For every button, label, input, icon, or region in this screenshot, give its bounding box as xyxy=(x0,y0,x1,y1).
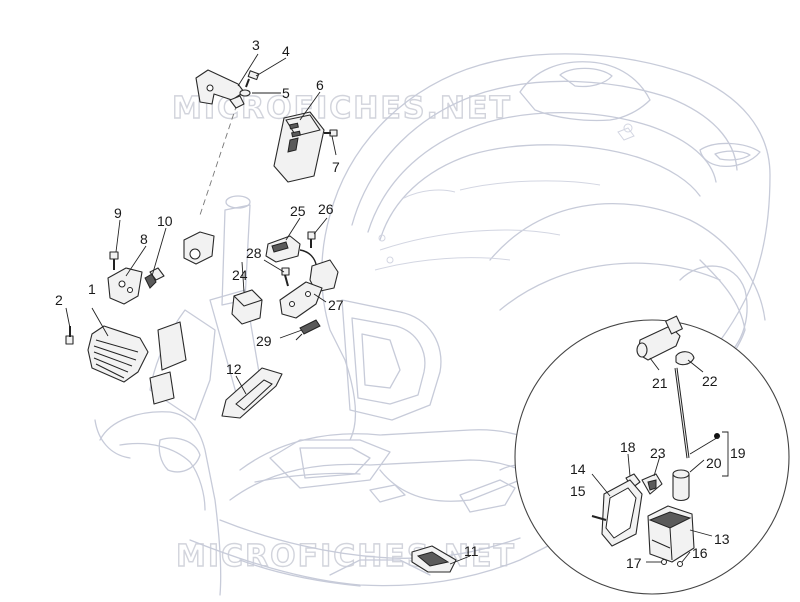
part-3-bracket xyxy=(195,69,245,109)
callout-12: 12 xyxy=(226,361,242,377)
part-17-washer xyxy=(661,559,667,565)
callout-29: 29 xyxy=(256,333,272,349)
part-29-fuse xyxy=(295,319,321,341)
watermark-bottom: MICROFICHES.NET xyxy=(176,539,516,574)
part-4-screw xyxy=(245,70,260,88)
callout-28: 28 xyxy=(246,245,262,261)
part-1-regulator xyxy=(87,325,149,383)
callout-6: 6 xyxy=(316,77,324,93)
callout-2: 2 xyxy=(55,292,63,308)
assembly-dash-line xyxy=(199,94,241,216)
part-11-lower-cover xyxy=(411,545,457,573)
part-23-sensor xyxy=(641,473,663,495)
callout-20: 20 xyxy=(706,455,722,471)
part-19-rod xyxy=(674,367,720,459)
column-clamp xyxy=(149,231,215,405)
callout-labels: 1 2 3 4 5 6 7 8 9 10 11 12 13 14 15 16 1… xyxy=(55,37,746,571)
callout-10: 10 xyxy=(157,213,173,229)
callout-7: 7 xyxy=(332,159,340,175)
part-16-nut xyxy=(677,561,683,567)
part-6-control-unit xyxy=(273,111,325,183)
callout-9: 9 xyxy=(114,205,122,221)
callout-17: 17 xyxy=(626,555,642,571)
callout-25: 25 xyxy=(290,203,306,219)
part-20-cylinder xyxy=(672,469,690,502)
callout-19: 19 xyxy=(730,445,746,461)
part-7-screw xyxy=(324,129,338,137)
callout-4: 4 xyxy=(282,43,290,59)
callout-24: 24 xyxy=(232,267,248,283)
callout-3: 3 xyxy=(252,37,260,53)
part-2-screw xyxy=(65,326,74,345)
relay-body xyxy=(309,259,339,293)
callout-22: 22 xyxy=(702,373,718,389)
part-12-cover xyxy=(221,367,283,419)
callout-27: 27 xyxy=(328,297,344,313)
part-5-washer xyxy=(239,89,251,97)
callout-8: 8 xyxy=(140,231,148,247)
callout-5: 5 xyxy=(282,85,290,101)
callout-13: 13 xyxy=(714,531,730,547)
part-14-frame xyxy=(601,479,643,547)
part-21-valve xyxy=(636,315,683,361)
part-9-screw xyxy=(109,251,119,270)
part-8-bracket xyxy=(107,267,143,305)
leader-lines xyxy=(65,53,729,565)
callout-23: 23 xyxy=(650,445,666,461)
part-13-tank xyxy=(647,505,695,563)
callout-16: 16 xyxy=(692,545,708,561)
callout-14: 14 xyxy=(570,461,586,477)
part-28-screw xyxy=(281,267,290,287)
callout-26: 26 xyxy=(318,201,334,217)
part-24-relay xyxy=(231,289,263,325)
callout-21: 21 xyxy=(652,375,668,391)
part-25-connector xyxy=(265,235,318,273)
part-26-screw xyxy=(307,231,316,248)
part-27-bracket xyxy=(279,281,323,319)
callout-1: 1 xyxy=(88,281,96,297)
callout-11: 11 xyxy=(464,543,479,559)
callout-18: 18 xyxy=(620,439,636,455)
callout-15: 15 xyxy=(570,483,586,499)
part-15-screw xyxy=(591,515,607,521)
detail-inset xyxy=(514,315,790,595)
part-10-clip xyxy=(144,267,165,289)
